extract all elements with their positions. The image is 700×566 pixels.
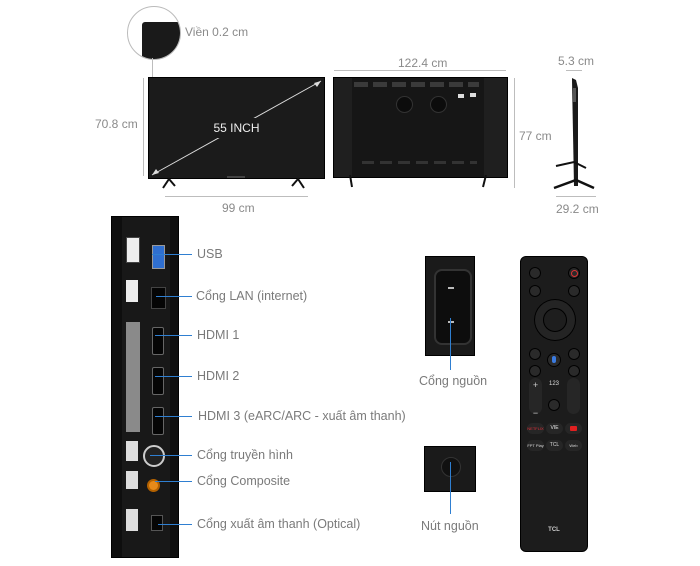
web-button[interactable]: Web xyxy=(565,440,582,451)
port-label-optical: Cổng xuất âm thanh (Optical) xyxy=(197,517,361,531)
antenna-callout-line xyxy=(150,455,192,456)
usb-callout-line xyxy=(152,254,192,255)
port-label-hdmi3: HDMI 3 (eARC/ARC - xuất âm thanh) xyxy=(198,409,406,423)
front-logo-bar xyxy=(227,176,245,178)
mute-button[interactable] xyxy=(529,267,541,279)
port-label-hdmi1: HDMI 1 xyxy=(197,328,240,342)
port-label-composite: Cổng Composite xyxy=(197,474,291,488)
front-stand-feet xyxy=(162,177,305,189)
bezel-zoom-circle xyxy=(127,6,181,60)
bezel-label: Viền 0.2 cm xyxy=(185,25,249,39)
stand-depth-line xyxy=(556,196,596,197)
port-panel xyxy=(111,216,179,558)
back-width-line xyxy=(334,70,506,71)
ok-button[interactable] xyxy=(543,308,567,332)
remote-brand-logo: TCL xyxy=(548,527,560,533)
fpt-play-button[interactable]: FPT Play xyxy=(527,440,544,451)
lan-callout-line xyxy=(156,296,192,297)
diagonal-arrow-icon xyxy=(151,80,322,176)
home-icon[interactable] xyxy=(568,348,580,360)
clock-icon[interactable] xyxy=(548,399,560,411)
tv-front-view: 55 INCH xyxy=(148,77,325,179)
remote-control: +− 123 NETFLIX VIE FPT Play TCL Web TCL xyxy=(520,256,588,552)
back-icon[interactable] xyxy=(529,348,541,360)
stand-width-line xyxy=(165,196,308,197)
bezel-leader-line xyxy=(152,58,153,78)
screen-size-label: 55 INCH xyxy=(213,121,260,135)
side-depth-label: 5.3 cm xyxy=(558,54,595,68)
channel-rocker[interactable] xyxy=(567,378,580,414)
port-label-antenna: Cổng truyền hình xyxy=(197,448,293,462)
power-icon[interactable] xyxy=(568,267,580,279)
netflix-button[interactable]: NETFLIX xyxy=(527,423,544,434)
vieon-button[interactable]: VIE xyxy=(546,423,563,434)
composite-callout-line xyxy=(155,481,192,482)
power-button-callout-line xyxy=(450,462,451,514)
voice-mic-icon[interactable] xyxy=(547,353,561,367)
port-label-hdmi2: HDMI 2 xyxy=(197,369,240,383)
youtube-button[interactable] xyxy=(565,423,582,434)
tv-back-view xyxy=(333,77,508,178)
settings-gear-icon[interactable] xyxy=(529,365,541,377)
volume-rocker[interactable]: +− xyxy=(529,378,542,418)
power-socket-label: Cổng nguồn xyxy=(419,374,488,388)
hdmi3-callout-line xyxy=(155,416,192,417)
input-button[interactable] xyxy=(529,285,541,297)
back-height-line xyxy=(514,78,515,188)
port-label-lan: Cổng LAN (internet) xyxy=(196,289,308,303)
tv-guide-icon[interactable] xyxy=(568,365,580,377)
optical-callout-line xyxy=(158,524,192,525)
side-depth-line xyxy=(566,70,582,71)
menu-icon[interactable] xyxy=(568,285,580,297)
hdmi2-callout-line xyxy=(155,376,192,377)
stand-depth-label: 29.2 cm xyxy=(556,202,599,216)
power-socket-callout-line xyxy=(450,318,451,370)
tcl-channel-button[interactable]: TCL xyxy=(546,440,563,451)
back-width-label: 122.4 cm xyxy=(398,56,448,70)
power-button-label: Nút nguồn xyxy=(421,519,479,533)
back-stand-feet xyxy=(349,175,487,188)
stand-width-label: 99 cm xyxy=(222,201,255,215)
hdmi1-callout-line xyxy=(155,335,192,336)
tv-side-view xyxy=(553,78,595,190)
front-height-line xyxy=(143,78,144,176)
power-socket-image xyxy=(425,256,475,356)
numpad-button[interactable]: 123 xyxy=(548,381,559,387)
back-height-label: 77 cm xyxy=(519,129,552,143)
port-label-usb: USB xyxy=(197,247,223,261)
front-height-label: 70.8 cm xyxy=(95,117,138,131)
